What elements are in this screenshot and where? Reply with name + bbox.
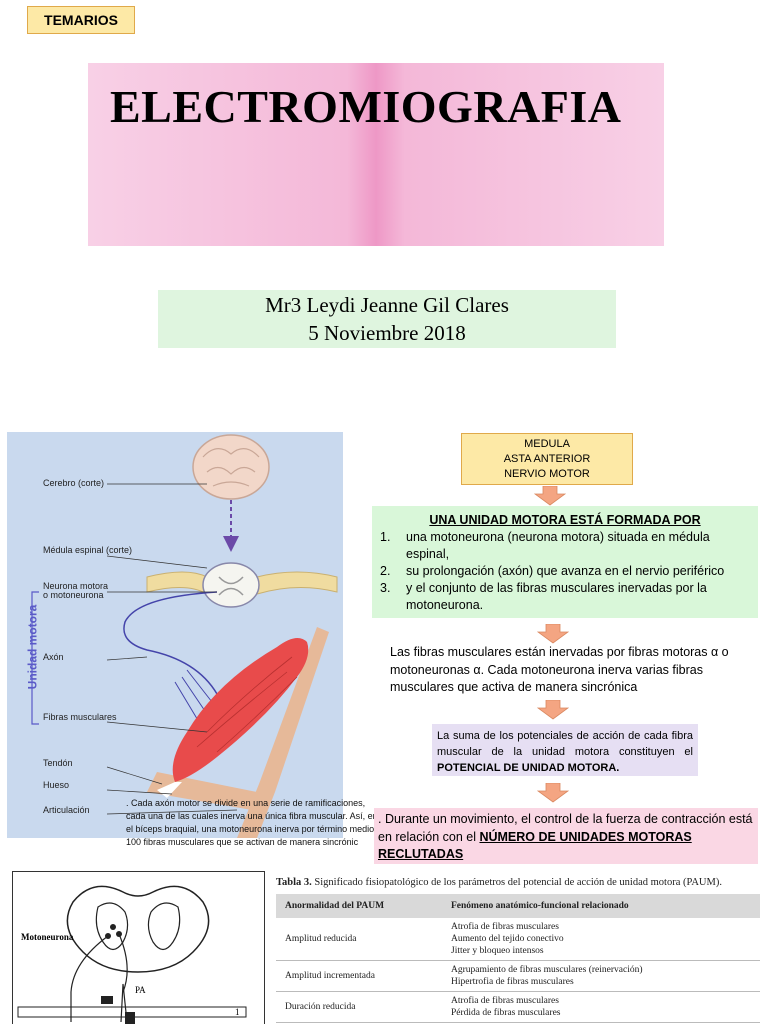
table-cell-line: Hipertrofia de fibras musculares bbox=[451, 977, 574, 987]
movimiento-text: . Durante un movimiento, el control de l… bbox=[378, 812, 753, 844]
potencial-bold: POTENCIAL DE UNIDAD MOTORA. bbox=[437, 762, 620, 774]
figure-label-articulacion: Articulación bbox=[43, 805, 90, 815]
table-cell: Agrupamiento de fibras musculares (reine… bbox=[442, 960, 760, 992]
motoneurona-label: Motoneurona bbox=[21, 932, 74, 942]
page-title: ELECTROMIOGRAFIA bbox=[110, 81, 622, 132]
table-cell-line: Jitter y bloqueo intensos bbox=[451, 946, 544, 956]
motoneurona-figure: Motoneurona PA 1 bbox=[12, 871, 265, 1024]
list-number: 1. bbox=[380, 530, 391, 544]
table-cell-line: Agrupamiento de fibras musculares (reine… bbox=[451, 965, 643, 975]
table-cell: Atrofia de fibras musculares Aumento del… bbox=[442, 918, 760, 961]
table-header-row: Anormalidad del PAUM Fenómeno anatómico-… bbox=[276, 894, 760, 918]
table-row: Duración reducida Atrofia de fibras musc… bbox=[276, 991, 760, 1023]
figure-label-cerebro: Cerebro (corte) bbox=[43, 478, 105, 488]
table-cell: Amplitud reducida bbox=[276, 918, 442, 961]
down-arrow-icon bbox=[537, 624, 569, 644]
list-text: una motoneurona (neurona motora) situada… bbox=[406, 530, 710, 561]
list-item: 1. una motoneurona (neurona motora) situa… bbox=[380, 529, 750, 563]
paum-table: Anormalidad del PAUM Fenómeno anatómico-… bbox=[276, 894, 760, 1023]
list-item: 3. y el conjunto de las fibras musculare… bbox=[380, 580, 750, 614]
motor-unit-figure: Cerebro (corte) Médula espinal (corte) N… bbox=[7, 432, 343, 838]
unidad-motora-list: 1. una motoneurona (neurona motora) situa… bbox=[380, 529, 750, 614]
title-banner bbox=[88, 63, 664, 246]
temarios-tag: TEMARIOS bbox=[27, 6, 135, 34]
table-title-text: Significado fisiopatológico de los parám… bbox=[311, 877, 722, 888]
table-header: Fenómeno anatómico-funcional relacionado bbox=[442, 894, 760, 918]
table-row: Amplitud incrementada Agrupamiento de fi… bbox=[276, 960, 760, 992]
figure-label-axon: Axón bbox=[43, 652, 64, 662]
fibras-paragraph: Las fibras musculares están inervadas po… bbox=[390, 645, 729, 694]
figure-label-motoneurona: o motoneurona bbox=[43, 590, 104, 600]
medula-box: MEDULA ASTA ANTERIOR NERVIO MOTOR bbox=[461, 433, 633, 485]
list-item: 2. su prolongación (axón) que avanza en e… bbox=[380, 563, 750, 580]
figure-label-neurona: Neurona motora bbox=[43, 581, 109, 591]
table-cell: Atrofia de fibras musculares Pérdida de … bbox=[442, 991, 760, 1023]
pa-label: PA bbox=[135, 985, 146, 995]
potencial-text: La suma de los potenciales de acción de … bbox=[437, 730, 693, 758]
one-label: 1 bbox=[235, 1007, 240, 1017]
table-cell: Duración reducida bbox=[276, 991, 442, 1023]
table-cell-line: Pérdida de fibras musculares bbox=[451, 1008, 561, 1018]
medula-line: ASTA ANTERIOR bbox=[503, 453, 591, 465]
table-title: Tabla 3. Significado fisiopatológico de … bbox=[276, 877, 766, 888]
list-number: 2. bbox=[380, 564, 391, 578]
potencial-box: La suma de los potenciales de acción de … bbox=[432, 724, 698, 776]
list-number: 3. bbox=[380, 581, 391, 595]
table-cell-line: Atrofia de fibras musculares bbox=[451, 996, 559, 1006]
figure-side-label: Unidad motora bbox=[25, 604, 40, 690]
medula-line: MEDULA bbox=[524, 438, 570, 450]
author-date: 5 Noviembre 2018 bbox=[308, 321, 466, 345]
figure-caption: . Cada axón motor se divide en una serie… bbox=[126, 798, 378, 847]
figure-label-fibras: Fibras musculares bbox=[43, 712, 117, 722]
author-box: Mr3 Leydi Jeanne Gil Clares 5 Noviembre … bbox=[158, 290, 616, 348]
down-arrow-icon bbox=[534, 486, 566, 506]
down-arrow-icon bbox=[537, 783, 569, 803]
table-cell: Amplitud incrementada bbox=[276, 960, 442, 992]
figure-label-tendon: Tendón bbox=[43, 758, 73, 768]
medula-line: NERVIO MOTOR bbox=[504, 468, 590, 480]
list-text: y el conjunto de las fibras musculares i… bbox=[406, 581, 707, 612]
author-name: Mr3 Leydi Jeanne Gil Clares bbox=[265, 293, 509, 317]
figure-label-hueso: Hueso bbox=[43, 780, 70, 790]
movimiento-box: . Durante un movimiento, el control de l… bbox=[374, 808, 758, 864]
movimiento-underlined: NÚMERO DE UNIDADES MOTORAS RECLUTADAS bbox=[378, 829, 692, 862]
table-cell-line: Aumento del tejido conectivo bbox=[451, 934, 564, 944]
table-cell-line: Atrofia de fibras musculares bbox=[451, 922, 559, 932]
list-text: su prolongación (axón) que avanza en el … bbox=[406, 564, 725, 578]
table-header: Anormalidad del PAUM bbox=[276, 894, 442, 918]
table-title-number: Tabla 3. bbox=[276, 877, 312, 888]
motor-unit-illustration bbox=[31, 434, 338, 838]
spinal-cord-diagram bbox=[17, 885, 247, 1024]
unidad-motora-box: UNA UNIDAD MOTORA ESTÁ FORMADA POR 1. una… bbox=[372, 506, 758, 618]
unidad-motora-heading: UNA UNIDAD MOTORA ESTÁ FORMADA POR bbox=[429, 513, 701, 527]
down-arrow-icon bbox=[537, 700, 569, 720]
table-row: Amplitud reducida Atrofia de fibras musc… bbox=[276, 918, 760, 961]
figure-label-medula: Médula espinal (corte) bbox=[43, 545, 133, 555]
